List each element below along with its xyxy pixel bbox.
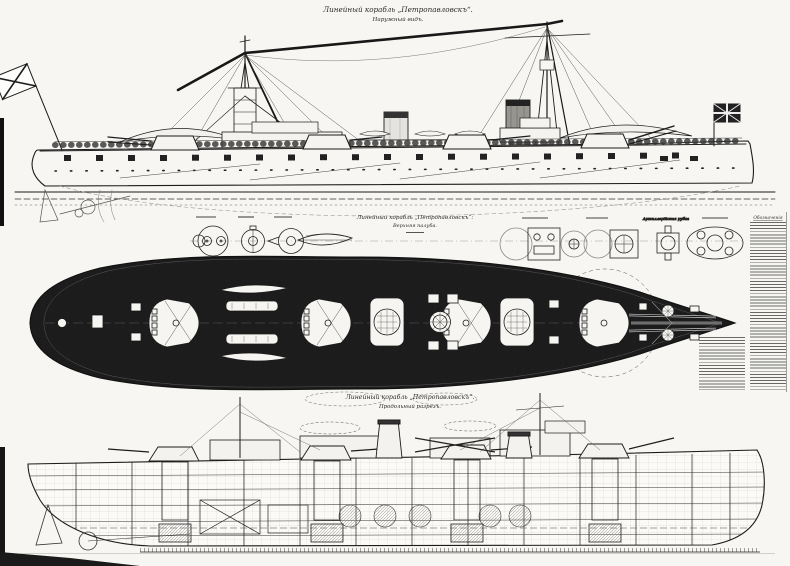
casemate-ports — [64, 152, 698, 161]
bow-jack-flag — [713, 103, 741, 147]
ghost-boats — [304, 391, 478, 407]
stern-gear-sketch — [39, 188, 131, 223]
boats-plan — [219, 284, 289, 362]
section-labels-illegible — [196, 216, 728, 219]
section-topside — [107, 393, 675, 462]
deck-plan-subtitle: Верхняя палуба. — [392, 222, 437, 229]
turret-plan-2 — [300, 298, 352, 348]
side-elevation-view: Линейный корабль „Петропавловскъ“. Наруж… — [0, 5, 776, 223]
boat-derrick-x — [414, 437, 496, 453]
legend-column-small — [699, 337, 745, 390]
funnel-casing-aft — [369, 297, 405, 347]
body-section-boat — [296, 233, 354, 246]
baseline-scale — [20, 548, 775, 554]
hull-profile — [31, 137, 755, 187]
legend-title: Обозначенія — [753, 216, 782, 221]
body-section-artillery-cabin — [656, 225, 680, 261]
body-section-2 — [241, 225, 265, 253]
section-interior — [28, 453, 765, 546]
bow-gun-barrels — [628, 313, 722, 333]
turret-plan-4 — [578, 298, 722, 348]
scan-artifacts — [0, 118, 787, 566]
section-stern-gear — [35, 503, 191, 551]
body-section-3 — [266, 228, 304, 254]
section-subtitle: Продольный разрезъ. — [378, 404, 441, 410]
deck-furniture — [57, 284, 722, 362]
funnel-casing-fore — [499, 297, 535, 347]
section-hull — [27, 449, 765, 547]
turrets-elevation — [107, 125, 677, 151]
stowed-boats-dashed — [299, 420, 497, 435]
body-section-1 — [192, 225, 229, 257]
side-view-title: Линейный корабль „Петропавловскъ“. — [322, 5, 473, 14]
body-section-6 — [686, 226, 744, 260]
body-section-5 — [583, 229, 639, 259]
conning-tower-plan — [429, 311, 451, 333]
longitudinal-section-view: Линейный корабль „Петропавловскъ“. Продо… — [20, 393, 775, 554]
turret-plan-1 — [148, 298, 200, 348]
artillery-cabin-label: Артиллерійская рубка — [642, 216, 690, 221]
body-section-4 — [499, 227, 588, 261]
capstans — [661, 304, 675, 342]
boilers — [338, 504, 532, 528]
barbettes — [158, 458, 622, 543]
legend-column-main — [750, 222, 786, 390]
breakwater — [651, 301, 673, 345]
side-view-subtitle: Наружный видъ. — [372, 17, 424, 23]
section-title: Линейный корабль „Петропавловскъ“. — [345, 394, 475, 401]
waterlines — [14, 185, 776, 223]
stern-flag — [0, 62, 63, 151]
body-sections-row: Артиллерійская рубка — [190, 216, 745, 261]
deck-plan-view: Линейный корабль „Петропавловскъ“: Верхн… — [29, 214, 737, 407]
deck-plan-title: Линейный корабль „Петропавловскъ“: — [356, 214, 474, 221]
engines — [199, 499, 309, 535]
